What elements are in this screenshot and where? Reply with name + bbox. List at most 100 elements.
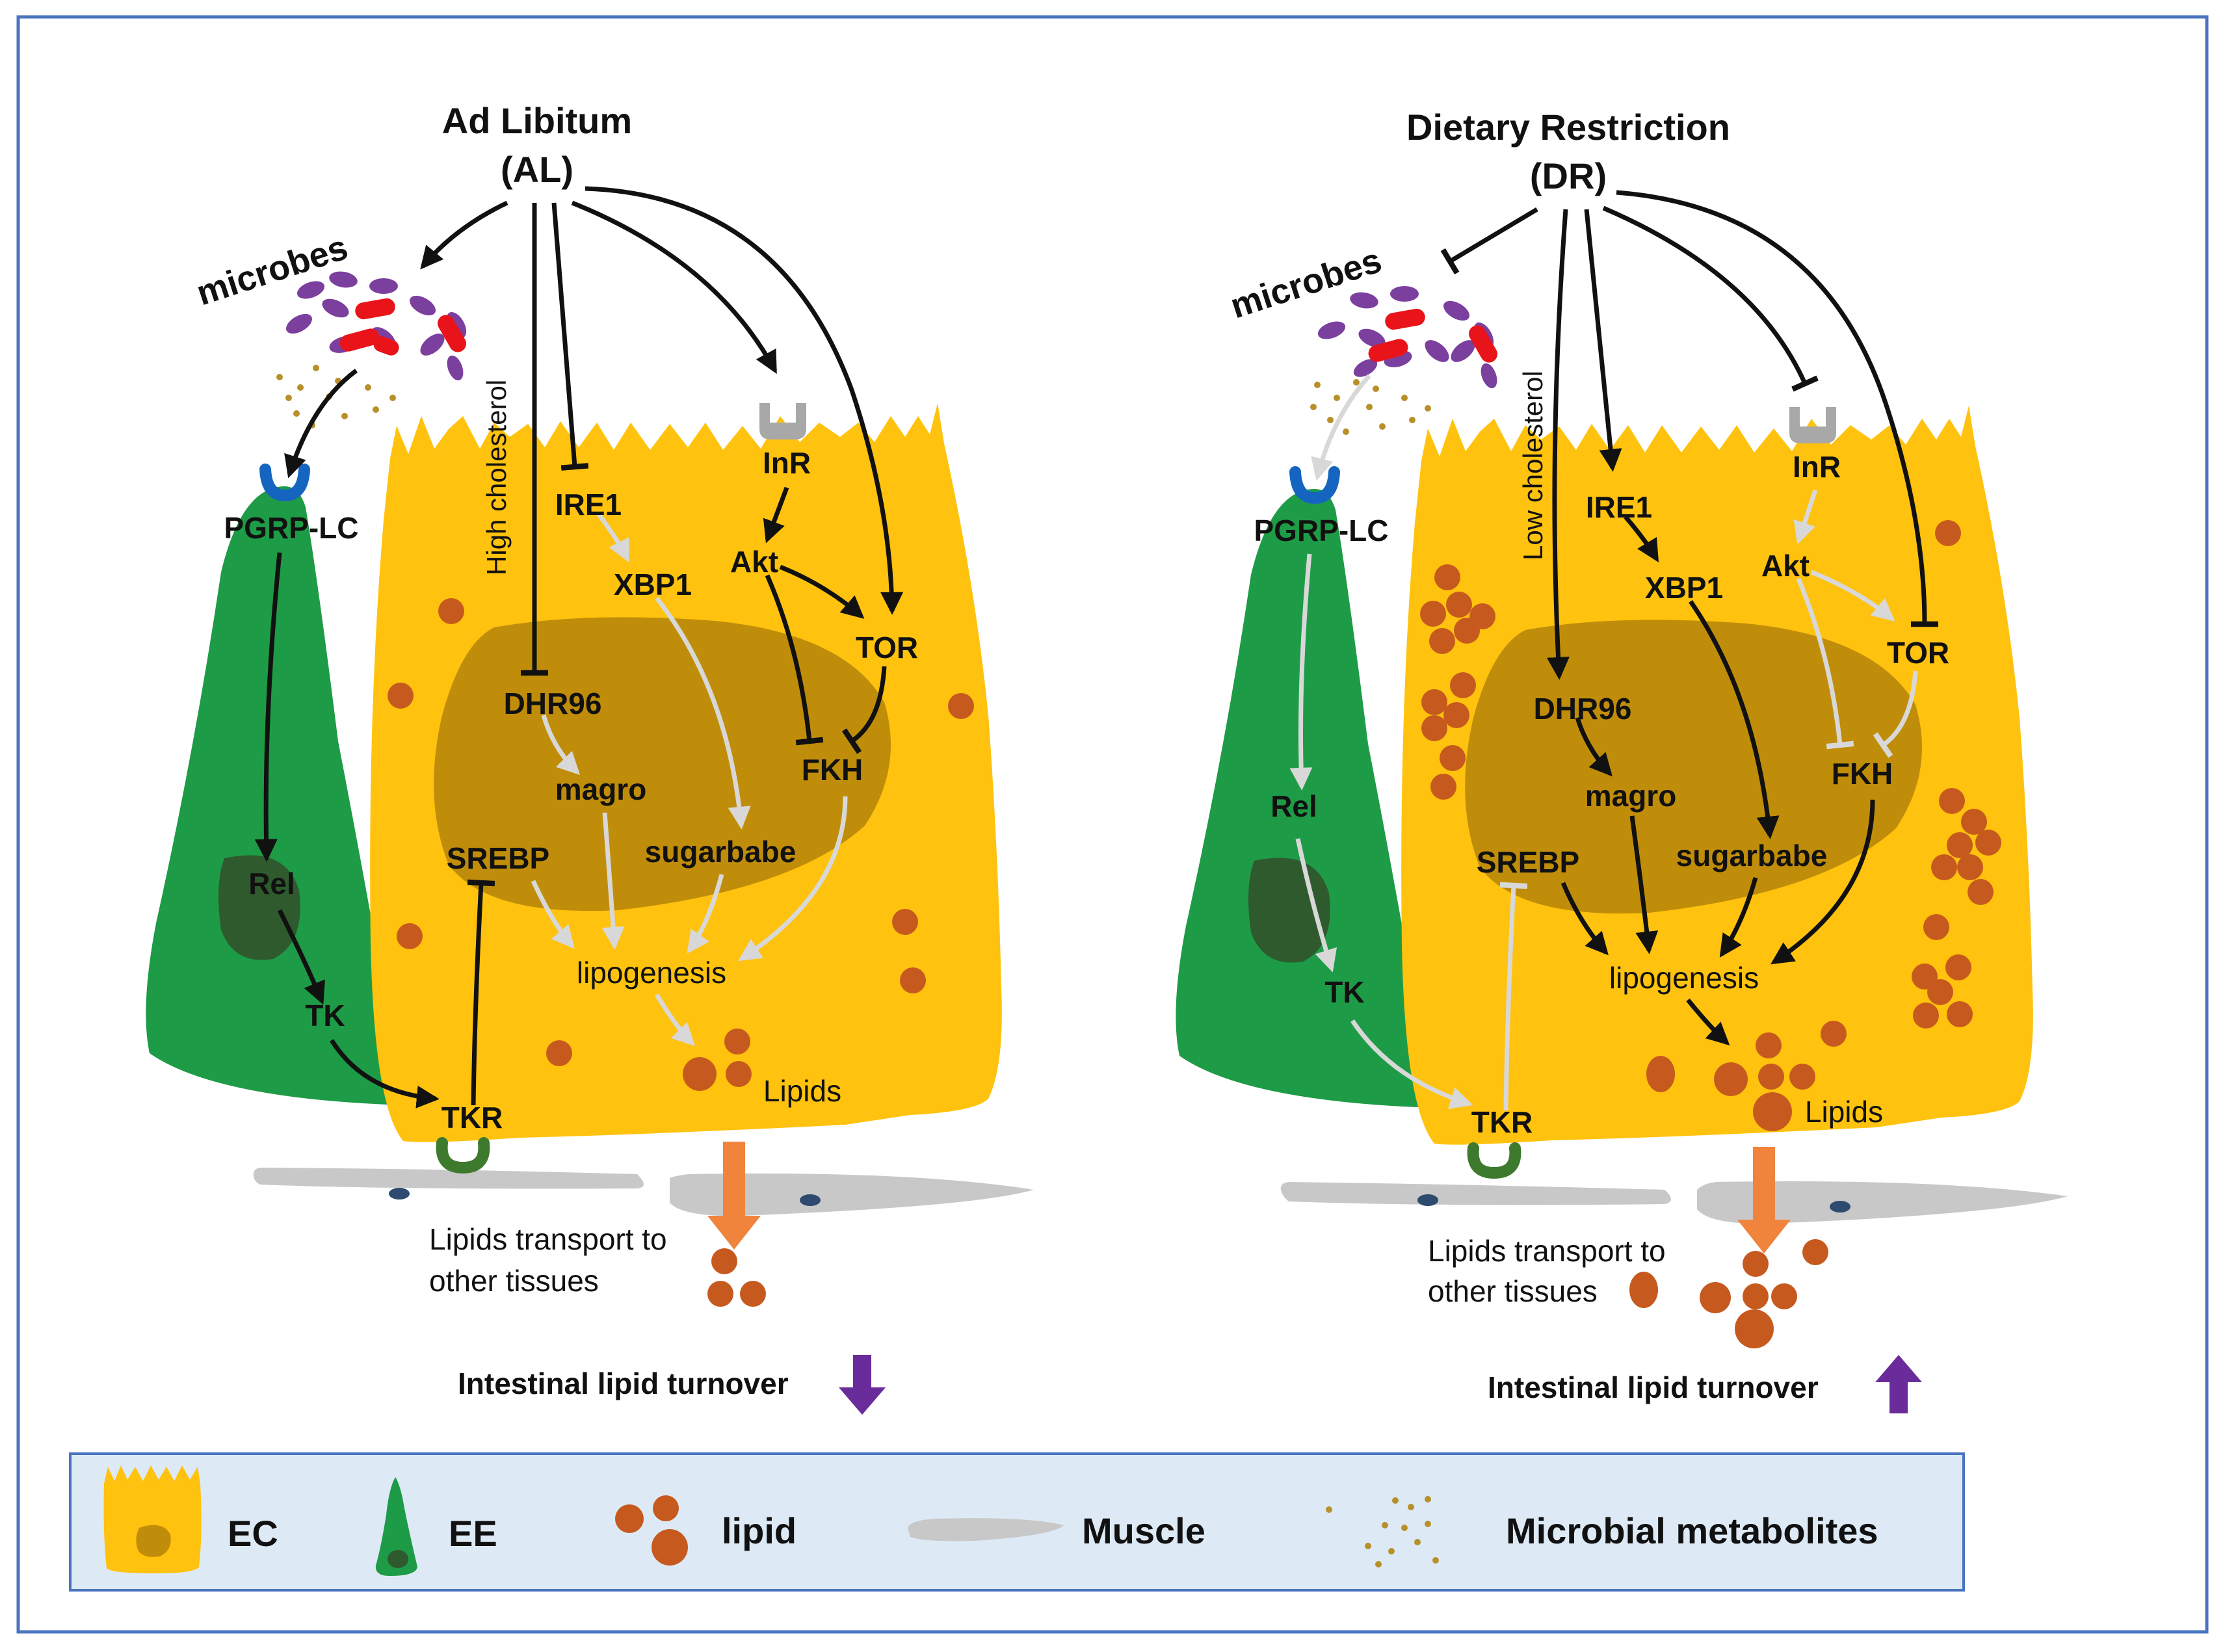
arrow-fkh-lipogenesis [1771,799,1875,965]
lipid-droplet [1429,628,1455,654]
ee-cell [1176,489,1433,1108]
transport-label-2: other tissues [1428,1274,1598,1308]
inr-label: InR [1793,450,1841,484]
arrow-al-inr [571,200,778,374]
lipid-droplet [1646,1056,1675,1092]
arrow-tor-fkh [841,666,887,754]
metabolite-dot [341,413,348,419]
microbe [286,313,312,334]
metabolite-dot [1414,1539,1421,1545]
lipid-droplet [1756,1032,1782,1058]
arrow-tkr-srebp [467,879,495,1106]
arrow-lipogenesis-lipids [654,993,696,1047]
microbe [447,355,464,381]
tkr-label: TKR [1471,1105,1533,1139]
xbp1-label: XBP1 [1645,571,1723,605]
microbes-cluster [1317,286,1497,389]
panel-title: Dietary Restriction [1406,107,1730,148]
inr-receptor [1789,407,1836,443]
metabolite-dot [1409,417,1415,423]
ee-cell [146,486,403,1105]
magro-label: magro [1585,779,1677,813]
lipid-droplet [438,598,464,624]
tk-label: TK [1324,975,1364,1009]
ec-nucleus [434,617,891,911]
arrow-inr-akt [1793,489,1818,545]
arrow-fkh-lipogenesis [738,796,848,962]
arrow-akt-fkh [765,574,824,746]
panel-dietary-restriction: Dietary Restriction (DR) PGRP-LC Rel TK [1176,107,2068,1413]
turnover-down-arrow [839,1355,886,1415]
arrow-magro-lipogenesis [601,812,625,950]
muscle-nucleus [1417,1194,1438,1206]
metabolite-dot [1326,1506,1332,1513]
metabolite-dot [1432,1557,1439,1564]
microbe [329,271,358,288]
panel-title-abbrev: (DR) [1530,155,1607,196]
lipid-droplet [1454,618,1480,644]
metabolite-dot [1353,379,1360,386]
arrow-akt-fkh [1796,577,1854,750]
lipid-droplet [1771,1283,1797,1309]
metabolite-dot [373,406,379,413]
metabolite-dot [1382,1522,1388,1528]
metabolite-dot [1365,1543,1371,1549]
akt-label: Akt [1761,549,1810,583]
lipid-droplet [397,923,423,949]
arrow-dr-low-cholesterol [1546,209,1570,680]
metabolite-dot [1310,404,1317,410]
dhr96-label: DHR96 [504,687,602,720]
lipid-droplet [1945,954,1971,980]
arrow-dr-tor [1616,190,1939,627]
arrow-xbp1-sugarbabe [1689,600,1780,839]
metabolite-dot [293,410,300,417]
microbes-cluster [286,271,467,381]
lipid-droplet [1968,879,1994,905]
tkr-receptor [436,1137,490,1174]
tor-label: TOR [856,631,918,664]
legend-lipid-icon [615,1504,644,1533]
arrow-srebp-lipogenesis [531,880,575,949]
lipids-label: Lipids [1805,1095,1883,1129]
arrow-microbes-pgrp [284,369,358,479]
transported-lipids [707,1248,766,1307]
lipid-droplet [740,1281,766,1307]
srebp-label: SREBP [1477,845,1579,879]
lipid-droplet [1753,1092,1792,1131]
microbe [1317,321,1346,339]
microbe [1353,359,1378,377]
microbial-metabolites [276,365,396,428]
pgrp-lc-label: PGRP-LC [1254,514,1389,547]
magro-label: magro [555,772,647,806]
turnover-up-arrow [1875,1355,1922,1413]
arrow-pgrp-rel [1289,553,1313,791]
lipid-droplet [707,1281,733,1307]
lipid-droplet [900,967,926,993]
legend-lipid-icon [652,1529,688,1566]
muscle-nucleus [389,1188,410,1200]
turnover-label: Intestinal lipid turnover [1488,1370,1819,1404]
rel-label: Rel [1270,789,1317,823]
lipid-droplet [1939,788,1965,814]
legend-ee-nucleus [388,1550,408,1568]
fkh-label: FKH [1832,757,1893,791]
lipid-droplet [388,683,414,709]
microbe [1451,340,1475,362]
lipid-droplet [726,1061,752,1087]
metabolite-dot [1327,417,1334,423]
metabolite-dot [1425,405,1431,412]
arrow-dhr96-magro [541,715,581,776]
sugarbabe-label: sugarbabe [645,835,797,869]
cholesterol-label: High cholesterol [481,380,512,575]
pgrp-lc-receptor [259,464,310,502]
legend-metabolites-icon [1326,1496,1439,1567]
lipid-droplet [1935,520,1961,546]
arrow-al-ire1 [551,202,589,471]
dhr96-label: DHR96 [1534,692,1632,726]
lipid-droplet [1443,702,1469,728]
arrow-al-to-microbes [420,200,508,270]
legend-muscle-icon [908,1518,1064,1541]
arrow-tk-tkr [1350,1019,1473,1109]
legend-lipid-icon [653,1495,679,1521]
